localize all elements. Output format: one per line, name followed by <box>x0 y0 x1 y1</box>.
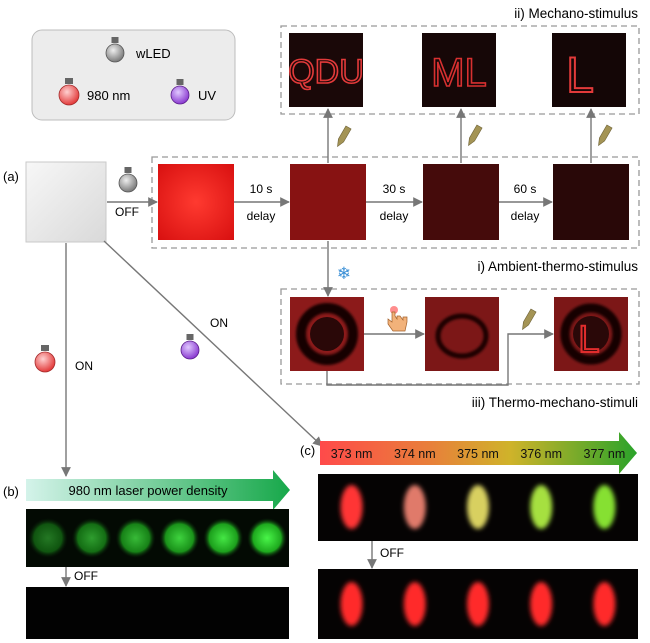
ambient-thermo-title: i) Ambient-thermo-stimulus <box>477 259 638 274</box>
mechano-square-1 <box>289 33 363 107</box>
legend-label-wled: wLED <box>135 46 171 61</box>
panel-label-a: (a) <box>3 169 19 184</box>
delay-time-10s: 10 s <box>250 182 273 196</box>
uv-on-spot <box>403 485 426 529</box>
uv-on-spot <box>467 485 489 529</box>
panel-label-b: (b) <box>3 484 19 499</box>
green-emission-spots <box>27 518 288 558</box>
nir-980-bulb-icon <box>58 78 80 106</box>
delay-time-60s: 60 s <box>514 182 537 196</box>
thermo-mechano-title: iii) Thermo-mechano-stimuli <box>472 395 638 410</box>
wavelength-label: 373 nm <box>331 447 373 461</box>
finger-touch-icon <box>387 306 408 332</box>
mechano-stimulus-title: ii) Mechano-stimulus <box>514 6 638 21</box>
green-emission-spot <box>115 518 156 558</box>
wavelength-arrow <box>320 432 637 474</box>
thermo-mechano-box <box>280 288 640 385</box>
panel-c-off-label: OFF <box>380 546 404 560</box>
green-emission-spot <box>203 518 244 558</box>
uv-bulb-icon <box>180 334 200 360</box>
wled-off-label: OFF <box>115 205 139 219</box>
uv-on-label: ON <box>210 316 228 330</box>
uv-bulb-icon <box>170 79 190 105</box>
green-emission-spot <box>27 518 68 558</box>
dark-ring-3 <box>560 303 622 365</box>
panel-b-off-strip <box>26 587 289 639</box>
legend-label-980nm: 980 nm <box>87 88 130 103</box>
laser-power-arrow <box>26 470 290 510</box>
nir-on-label: ON <box>75 359 93 373</box>
white-led-bulb-icon <box>105 37 125 63</box>
written-text-l: L <box>566 47 594 103</box>
uv-off-spot <box>467 582 489 626</box>
uv-on-spots <box>340 485 616 529</box>
laser-power-title: 980 nm laser power density <box>69 483 228 498</box>
decay-square-30s <box>423 164 499 240</box>
written-text-qdu: QDU <box>288 53 364 91</box>
green-emission-spot <box>247 518 288 558</box>
legend-box <box>31 29 236 121</box>
wavelength-labels: 373 nm 374 nm 375 nm 376 nm 377 nm <box>331 447 626 461</box>
legend: wLED 980 nm UV <box>31 29 236 121</box>
dark-ring-1 <box>296 303 358 365</box>
panel-b-off-label: OFF <box>74 569 98 583</box>
uv-off-spot <box>530 582 553 626</box>
snowflake-icon: ❄ <box>337 264 351 283</box>
delay-word-30s: delay <box>380 209 409 223</box>
legend-label-uv: UV <box>198 88 216 103</box>
uv-on-spot <box>593 485 616 529</box>
wavelength-label: 377 nm <box>584 447 626 461</box>
green-emission-strip <box>26 509 289 567</box>
white-led-bulb-icon <box>118 167 138 193</box>
dark-core-1 <box>310 317 344 351</box>
written-text-ml: ML <box>431 51 487 95</box>
writing-arrow <box>326 329 554 386</box>
wavelength-label: 374 nm <box>394 447 436 461</box>
delay-word-60s: delay <box>511 209 540 223</box>
pen-stylus-icon <box>468 124 483 147</box>
uv-off-spot <box>403 582 426 626</box>
green-emission-spot <box>71 518 112 558</box>
uv-off-spot <box>340 582 363 626</box>
panel-label-c: (c) <box>300 443 315 458</box>
nir-980-bulb-icon <box>34 345 56 373</box>
decay-square-60s <box>553 164 629 240</box>
green-emission-spot <box>159 518 200 558</box>
uv-off-spot <box>593 582 616 626</box>
delay-time-30s: 30 s <box>383 182 406 196</box>
uv-branch-arrow <box>103 240 323 447</box>
decay-square-0s <box>158 164 234 240</box>
uv-off-spots <box>340 582 616 626</box>
dark-core-3 <box>573 316 609 352</box>
wavelength-label: 376 nm <box>520 447 562 461</box>
pen-stylus-icon <box>522 308 537 331</box>
mechano-square-2 <box>422 33 496 107</box>
delay-word-10s: delay <box>247 209 276 223</box>
uv-on-spot <box>340 485 363 529</box>
phosphor-film-sample <box>25 161 107 243</box>
dark-ring-2 <box>435 313 489 359</box>
written-text-l-thermo: L <box>578 319 599 361</box>
decay-square-10s <box>290 164 366 240</box>
pen-stylus-icon <box>598 124 613 147</box>
wavelength-label: 375 nm <box>457 447 499 461</box>
uv-on-spot <box>530 485 553 529</box>
mechano-square-3 <box>552 33 626 107</box>
pen-stylus-icon <box>337 125 352 148</box>
